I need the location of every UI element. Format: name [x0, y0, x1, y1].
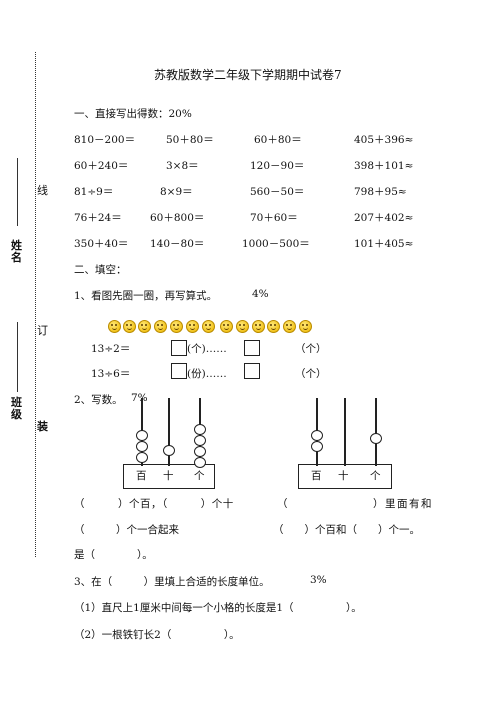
- abacus-place-tens: 十: [338, 470, 349, 482]
- abacus-bead: [194, 457, 206, 468]
- q2-line1-left: （ ）个百，（ ）个十: [74, 498, 234, 510]
- calc-item: 120－90＝: [250, 160, 305, 172]
- section1-heading: 一、直接写出得数：20%: [74, 108, 192, 120]
- calc-item: 207＋402≈: [354, 212, 414, 224]
- q2-line2-left: （ ）个一合起来: [74, 524, 179, 536]
- calc-item: 101＋405≈: [354, 238, 414, 250]
- calc-item: 798＋95≈: [354, 186, 407, 198]
- answer-box[interactable]: [171, 363, 187, 379]
- calc-item: 405＋396≈: [354, 134, 414, 146]
- abacus-rod: [375, 398, 377, 466]
- q2-score: 7%: [131, 392, 148, 404]
- smiley-face-icon: [236, 320, 249, 333]
- q2-line3: 是（ ）。: [74, 549, 153, 561]
- calc-item: 50＋80＝: [166, 134, 214, 146]
- calc-item: 3×8＝: [166, 160, 199, 172]
- calc-item: 60＋80＝: [254, 134, 302, 146]
- calc-item: 60＋240＝: [74, 160, 129, 172]
- abacus-bead: [194, 446, 206, 457]
- abacus-bead: [136, 441, 148, 452]
- binding-zhuang-char: 装: [37, 420, 48, 433]
- abacus-place-hundreds: 百: [311, 470, 322, 482]
- smiley-face-icon: [170, 320, 183, 333]
- q1-unit-1a: (个)……: [187, 343, 227, 355]
- q1-unit-2b: （个）: [295, 368, 327, 380]
- abacus-place-hundreds: 百: [136, 470, 147, 482]
- answer-box[interactable]: [244, 340, 260, 356]
- q2-line1-right: （ ）里面有和: [277, 498, 433, 510]
- abacus-bead: [136, 452, 148, 463]
- class-label: 班级: [11, 396, 22, 421]
- abacus-bead: [136, 430, 148, 441]
- smiley-face-icon: [123, 320, 136, 333]
- smiley-face-icon: [252, 320, 265, 333]
- q1-score: 4%: [252, 288, 269, 300]
- smiley-face-icon: [138, 320, 151, 333]
- q2-label: 2、写数。: [74, 394, 123, 406]
- abacus-place-tens: 十: [163, 470, 174, 482]
- q3-item1: （1）直尺上1厘米中间每一个小格的长度是1（ ）。: [74, 602, 362, 614]
- smiley-face-icon: [267, 320, 280, 333]
- q1-label: 1、看图先圈一圈，再写算式。: [74, 290, 218, 302]
- smiley-face-icon: [202, 320, 215, 333]
- q2-line2-right: （ ）个百和（ ）个一。: [273, 524, 420, 536]
- q1-expr-1: 13÷2＝: [91, 343, 131, 355]
- abacus-bead: [311, 430, 323, 441]
- class-field-line[interactable]: [17, 322, 18, 392]
- answer-box[interactable]: [244, 363, 260, 379]
- calc-item: 398＋101≈: [354, 160, 414, 172]
- binding-line-char: 线: [37, 184, 48, 197]
- calc-item: 60＋800＝: [150, 212, 205, 224]
- abacus-rod: [344, 398, 346, 466]
- abacus-rod: [168, 398, 170, 466]
- page-title: 苏教版数学二年级下学期期中试卷7: [154, 68, 342, 82]
- smiley-face-icon: [108, 320, 121, 333]
- q1-unit-2a: (份)……: [187, 368, 227, 380]
- abacus-bead: [311, 441, 323, 452]
- calc-item: 8×9＝: [160, 186, 193, 198]
- abacus-bead: [194, 435, 206, 446]
- name-field-line[interactable]: [17, 158, 18, 226]
- smiley-face-icon: [220, 320, 233, 333]
- calc-item: 81÷9＝: [74, 186, 114, 198]
- calc-item: 1000－500＝: [242, 238, 310, 250]
- abacus-bead: [194, 424, 206, 435]
- section2-heading: 二、填空：: [74, 264, 127, 276]
- calc-item: 140－80＝: [150, 238, 205, 250]
- calc-item: 560－50＝: [250, 186, 305, 198]
- calc-item: 810－200＝: [74, 134, 136, 146]
- name-label: 姓名: [11, 239, 22, 264]
- abacus-place-ones: 个: [194, 470, 205, 482]
- calc-item: 350＋40＝: [74, 238, 129, 250]
- q3-score: 3%: [310, 574, 327, 586]
- smiley-face-icon: [299, 320, 312, 333]
- q3-label: 3、在（ ）里填上合适的长度单位。: [74, 576, 270, 588]
- smiley-face-icon: [186, 320, 199, 333]
- abacus-place-ones: 个: [370, 470, 381, 482]
- abacus-bead: [370, 433, 382, 444]
- q1-unit-1b: （个）: [295, 343, 327, 355]
- abacus-bead: [163, 445, 175, 456]
- smiley-face-icon: [154, 320, 167, 333]
- answer-box[interactable]: [171, 340, 187, 356]
- calc-item: 70＋60＝: [250, 212, 298, 224]
- q3-item2: （2）一根铁钉长2（ ）。: [74, 629, 240, 641]
- binding-ding-char: 订: [37, 324, 48, 337]
- smiley-face-icon: [283, 320, 296, 333]
- q1-expr-2: 13÷6＝: [91, 368, 131, 380]
- calc-item: 76＋24＝: [74, 212, 122, 224]
- binding-dotted-line: [35, 52, 36, 557]
